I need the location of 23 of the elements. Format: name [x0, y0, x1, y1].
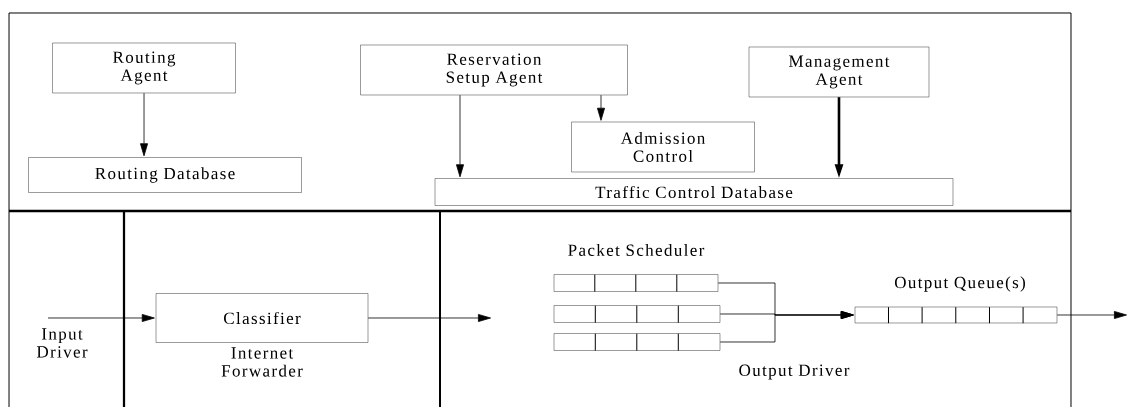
process-box: Classifier	[155, 293, 369, 343]
label: Internet Forwarder	[221, 347, 303, 377]
arrow	[1056, 311, 1127, 319]
queue-bar	[553, 274, 719, 292]
arrow	[456, 94, 464, 178]
process-box: Management Agent	[748, 46, 930, 98]
label: Packet Scheduler	[568, 244, 705, 256]
queue-bar	[553, 305, 721, 323]
arrow	[597, 94, 605, 121]
label: Output Driver	[739, 364, 850, 380]
process-box: Reservation Setup Agent	[360, 44, 628, 96]
label: Input Driver	[36, 328, 88, 358]
arrow	[719, 311, 854, 343]
arrow	[367, 314, 491, 322]
queue-bar	[553, 333, 721, 351]
label: Output Queue(s)	[894, 276, 1025, 292]
process-box: Routing Agent	[52, 42, 236, 94]
process-box: Traffic Control Database	[434, 178, 954, 206]
queue-bar	[854, 306, 1058, 324]
arrow	[47, 314, 155, 322]
process-box: Admission Control	[571, 121, 755, 173]
arrow	[140, 92, 148, 157]
process-box: Routing Database	[28, 157, 302, 193]
